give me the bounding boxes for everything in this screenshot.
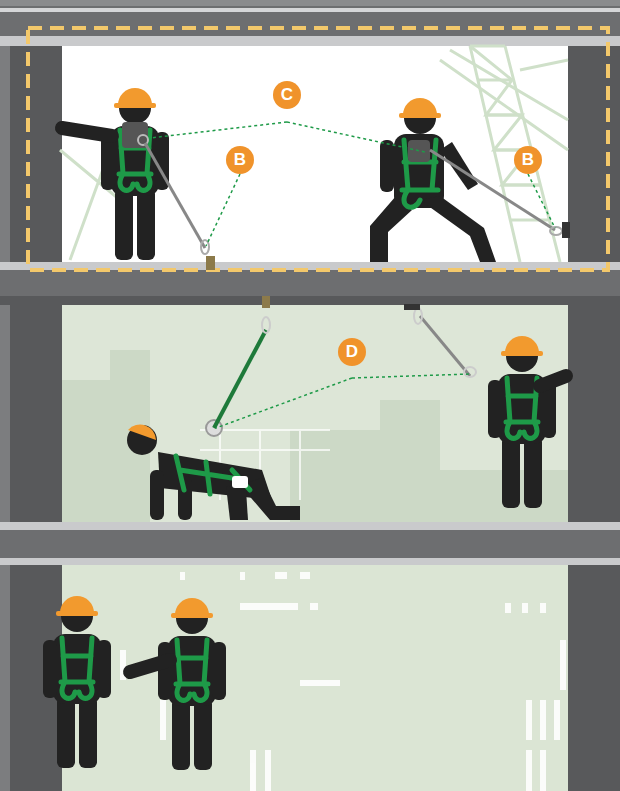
callout-letter: B: [514, 146, 542, 174]
callout-letter: B: [226, 146, 254, 174]
callout-letter: C: [273, 81, 301, 109]
callout-letter: D: [338, 338, 366, 366]
